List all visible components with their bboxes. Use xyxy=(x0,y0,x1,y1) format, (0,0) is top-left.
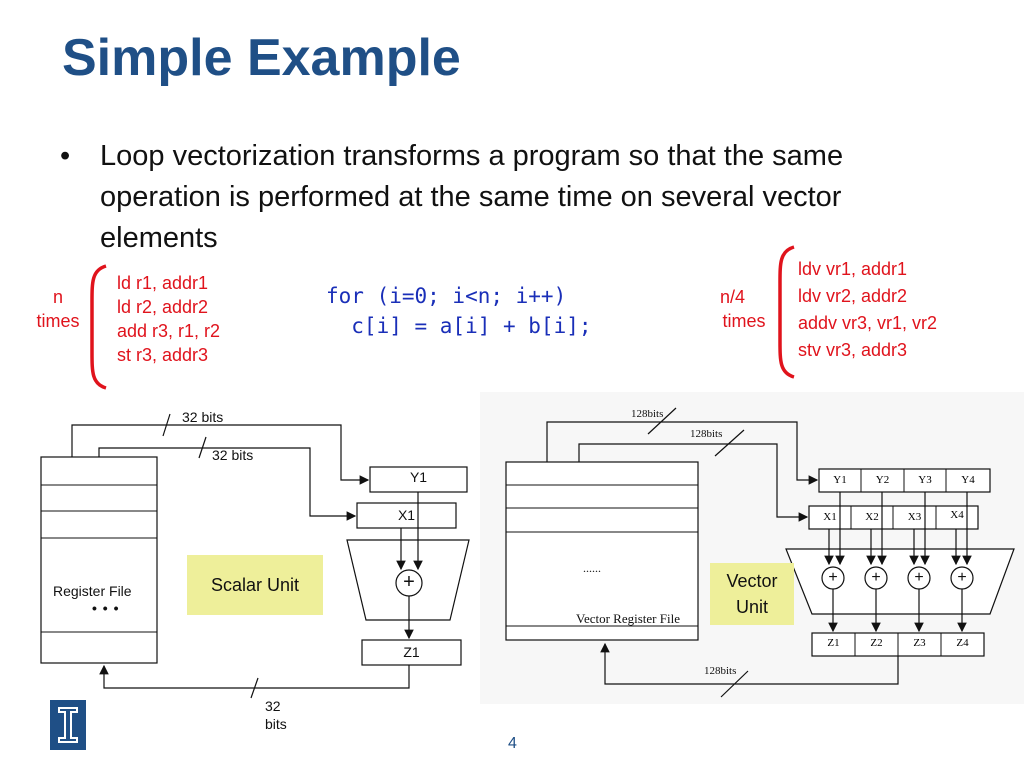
scalar-times-word: times xyxy=(36,311,80,331)
vector-brace-icon xyxy=(778,245,795,379)
scalar-bits-top-2: 32 bits xyxy=(212,447,254,463)
scalar-bits-bottom-number: 32 xyxy=(265,698,281,714)
bullet-text: Loop vectorization transforms a program … xyxy=(100,140,844,254)
vector-instr-3: addv vr3, vr1, vr2 xyxy=(798,313,938,333)
vector-y-label-3: Y3 xyxy=(918,474,932,486)
vector-bits-top-2: 128bits xyxy=(690,428,723,440)
vector-y-label-1: Y1 xyxy=(833,474,847,486)
scalar-register-file xyxy=(40,456,158,664)
slide-title: Simple Example xyxy=(62,29,461,87)
vector-times-count: n/4 xyxy=(720,287,746,307)
vector-unit-label-line-1: Vector xyxy=(726,571,778,591)
scalar-bits-bottom: 32 bits xyxy=(265,697,287,733)
vector-adder-symbol-2: + xyxy=(871,569,881,586)
scalar-instr-1: ld r1, addr1 xyxy=(117,273,209,293)
vector-adder-symbol-1: + xyxy=(828,569,838,586)
scalar-times-label: n times xyxy=(30,285,86,333)
vector-instructions: ldv vr1, addr1 ldv vr2, addr2 addv vr3, … xyxy=(798,256,937,364)
scalar-x-register xyxy=(356,502,457,529)
vector-register-file-label: Vector Register File xyxy=(576,611,680,626)
vector-times-word: times xyxy=(722,311,766,331)
scalar-adder-symbol: + xyxy=(403,571,415,593)
vector-unit-diagram xyxy=(480,392,1024,704)
scalar-brace-icon xyxy=(90,264,107,390)
illinois-logo-icon xyxy=(50,700,86,750)
vector-x-label-2: X2 xyxy=(865,511,879,523)
vector-x-label-3: X3 xyxy=(907,511,922,523)
vector-z-label-4: Z4 xyxy=(956,637,969,649)
loop-code-line-1: for (i=0; i<n; i++) xyxy=(326,284,567,308)
vector-bits-top-1: 128bits xyxy=(631,408,664,420)
vector-bits-bottom: 128bits xyxy=(704,665,737,677)
vector-x-label-4: X4 xyxy=(950,509,964,521)
vector-alu-shape xyxy=(785,548,1015,615)
vector-y-label-4: Y4 xyxy=(961,474,975,486)
scalar-register-file-label: Register File xyxy=(53,583,132,599)
vector-y-registers xyxy=(818,468,991,493)
vector-x-label-1: X1 xyxy=(823,511,837,523)
vector-lanes xyxy=(824,492,972,566)
vector-adder-symbol-4: + xyxy=(957,569,967,586)
scalar-instr-4: st r3, addr3 xyxy=(117,345,209,365)
vector-x-registers xyxy=(808,505,979,530)
scalar-unit-label: Scalar Unit xyxy=(187,555,323,615)
scalar-z-label: Z1 xyxy=(403,644,420,660)
page-number: 4 xyxy=(508,735,517,752)
scalar-times-count: n xyxy=(52,287,63,307)
vector-times-label: n/4 times xyxy=(712,285,776,333)
vector-z-label-2: Z2 xyxy=(870,637,883,649)
vector-z-label-1: Z1 xyxy=(827,637,840,649)
scalar-register-dots: • • • xyxy=(92,600,120,616)
scalar-bits-bottom-unit: bits xyxy=(265,716,287,732)
loop-code: for (i=0; i<n; i++) c[i] = a[i] + b[i]; xyxy=(326,281,592,341)
scalar-unit-diagram xyxy=(40,413,470,699)
loop-code-line-2: c[i] = a[i] + b[i]; xyxy=(326,314,592,338)
scalar-unit-label-text: Scalar Unit xyxy=(210,575,300,595)
vector-adder-circles xyxy=(821,566,974,590)
vector-adder-symbol-3: + xyxy=(914,569,924,586)
vector-instr-2: ldv vr2, addr2 xyxy=(798,286,908,306)
vector-register-dots: ...... xyxy=(583,561,601,575)
scalar-y-register xyxy=(369,466,468,493)
vector-unit-label: Vector Unit xyxy=(710,563,794,625)
vector-y-label-2: Y2 xyxy=(875,474,890,486)
scalar-y-label: Y1 xyxy=(409,469,428,485)
scalar-instr-3: add r3, r1, r2 xyxy=(117,321,221,341)
scalar-x-label: X1 xyxy=(397,507,416,523)
vector-z-label-3: Z3 xyxy=(913,637,926,649)
vector-instr-4: stv vr3, addr3 xyxy=(798,340,908,360)
scalar-z-register xyxy=(361,639,462,666)
vector-instr-1: ldv vr1, addr1 xyxy=(798,259,908,279)
scalar-bits-top-1: 32 bits xyxy=(182,409,224,425)
scalar-instr-2: ld r2, addr2 xyxy=(117,297,209,317)
scalar-instructions: ld r1, addr1 ld r2, addr2 add r3, r1, r2… xyxy=(117,271,220,367)
vector-unit-label-line-2: Unit xyxy=(735,597,768,617)
bullet-marker: • xyxy=(60,140,71,172)
vector-register-file xyxy=(505,461,699,641)
